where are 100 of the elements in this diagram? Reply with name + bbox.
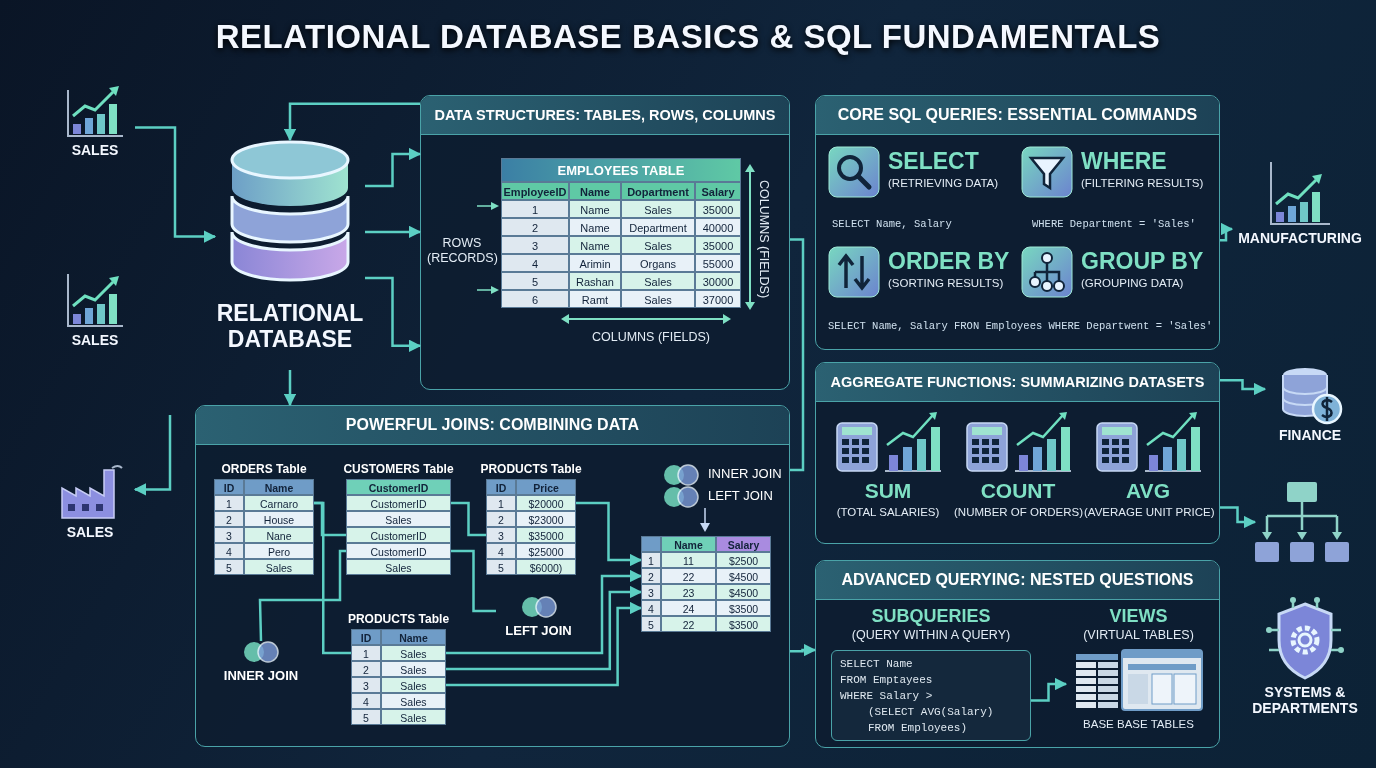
- table-cell: 1: [501, 200, 569, 218]
- section-panel: [815, 362, 1220, 544]
- function-name: COUNT: [979, 479, 1057, 503]
- column-header: Salary: [716, 536, 771, 552]
- table-cell: 1: [351, 645, 381, 661]
- arrow: [365, 276, 422, 352]
- table-cell: 5: [351, 709, 381, 725]
- table-cell: CustomerID: [346, 527, 451, 543]
- legend-text: INNER JOIN: [708, 466, 782, 481]
- join-label: INNER JOIN: [222, 668, 300, 683]
- table-title: EMPLOYEES TABLE: [501, 158, 741, 182]
- arrow: [1220, 378, 1267, 396]
- table-cell: $3500: [716, 600, 771, 616]
- table-cell: Sales: [621, 200, 695, 218]
- arrow: [135, 126, 217, 243]
- table-cell: 22: [661, 568, 716, 584]
- node-label: FINANCE: [1277, 427, 1343, 444]
- caption-text: BASE BASE TABLES: [1082, 718, 1195, 730]
- table-cell: 5: [214, 559, 244, 575]
- table-cell: 5: [641, 616, 661, 632]
- arrow: [576, 501, 643, 567]
- legend-text: LEFT JOIN: [708, 488, 773, 503]
- table-cell: 5: [501, 272, 569, 290]
- table-cell: $25000: [516, 543, 576, 559]
- panel-header: ADVANCED QUERYING: NESTED QUESTIONS: [816, 561, 1219, 600]
- table-cell: 2: [486, 511, 516, 527]
- code-snippet: SELECT Name, Salary: [832, 218, 952, 230]
- table-cell: Name: [569, 236, 621, 254]
- table-cell: 55000: [695, 254, 741, 272]
- table-cell: Sales: [244, 559, 314, 575]
- table-cell: $6000): [516, 559, 576, 575]
- table-title: PRODUCTS Table: [346, 611, 451, 628]
- table-cell: 3: [501, 236, 569, 254]
- table-cell: 1: [214, 495, 244, 511]
- table-cell: Organs: [621, 254, 695, 272]
- table-cell: 37000: [695, 290, 741, 308]
- code-line: FROM Employees): [867, 721, 968, 736]
- panel-header: POWERFUL JOINS: COMBINING DATA: [196, 406, 789, 445]
- connector-line: [451, 501, 486, 537]
- table-cell: 35000: [695, 200, 741, 218]
- table-cell: 3: [486, 527, 516, 543]
- table-cell: Sales: [621, 290, 695, 308]
- code-line: (SELECT AVG(Salary): [867, 705, 994, 720]
- table-cell: 40000: [695, 218, 741, 236]
- command-description: (GROUPING DATA): [1081, 277, 1184, 289]
- column-header: Name: [569, 182, 621, 200]
- command-description: (SORTING RESULTS): [888, 277, 1004, 289]
- table-cell: Sales: [381, 677, 446, 693]
- code-line: FROM Emptayees: [840, 673, 933, 688]
- join-label: LEFT JOIN: [504, 623, 573, 638]
- command-description: (RETRIEVING DATA): [888, 177, 999, 189]
- column-header: Salary: [695, 182, 741, 200]
- column-header: EmployeeID: [501, 182, 569, 200]
- table-cell: $35000: [516, 527, 576, 543]
- table-cell: Name: [569, 200, 621, 218]
- column-header: Name: [661, 536, 716, 552]
- table-cell: 4: [351, 693, 381, 709]
- title: RELATIONAL DATABASE BASICS & SQL FUNDAMENTALS: [214, 18, 1162, 56]
- command-name: GROUP BY: [1081, 248, 1204, 275]
- table-cell: 11: [661, 552, 716, 568]
- view-heading: VIEWS: [1108, 606, 1169, 627]
- table-cell: 23: [661, 584, 716, 600]
- panel-header: CORE SQL QUERIES: ESSENTIAL COMMANDS: [816, 96, 1219, 135]
- table-cell: 3: [214, 527, 244, 543]
- table-cell: CustomerID: [346, 495, 451, 511]
- column-header: ID: [351, 629, 381, 645]
- view-description: (VIRTUAL TABLES): [1082, 628, 1195, 642]
- code-snippet: SELECT Name, Salary FRON Employees WHERE Departwent = 'Sales': [828, 320, 1213, 332]
- table-cell: 35000: [695, 236, 741, 254]
- table-cell: House: [244, 511, 314, 527]
- table-cell: $23000: [516, 511, 576, 527]
- table-cell: 2: [214, 511, 244, 527]
- arrow: [283, 102, 420, 142]
- connector-line: [451, 549, 496, 613]
- table-cell: Sales: [346, 511, 451, 527]
- table-cell: Sales: [381, 693, 446, 709]
- function-description: (AVERAGE UNIT PRICE): [1084, 506, 1212, 518]
- table-cell: $3500: [716, 616, 771, 632]
- table-cell: 24: [661, 600, 716, 616]
- function-description: (NUMBER OF ORDERS): [954, 506, 1082, 518]
- section-panel: [815, 95, 1220, 350]
- section-panel: [815, 560, 1220, 748]
- table-cell: $2500: [716, 552, 771, 568]
- table-cell: 3: [641, 584, 661, 600]
- function-name: AVG: [1125, 479, 1171, 503]
- table-cell: Sales: [621, 272, 695, 290]
- table-cell: Nane: [244, 527, 314, 543]
- table-cell: $4500: [716, 568, 771, 584]
- arrow: [283, 370, 297, 407]
- table-title: CUSTOMERS Table: [342, 461, 455, 478]
- table-cell: Arimin: [569, 254, 621, 272]
- code-line: SELECT Name: [840, 657, 913, 672]
- table-cell: 3: [351, 677, 381, 693]
- arrow: [365, 225, 422, 239]
- table-cell: Ramt: [569, 290, 621, 308]
- table-cell: 2: [501, 218, 569, 236]
- table-cell: CustomerID: [346, 543, 451, 559]
- table-cell: 1: [486, 495, 516, 511]
- org-chart-icon: [1255, 480, 1350, 564]
- table-cell: Sales: [381, 661, 446, 677]
